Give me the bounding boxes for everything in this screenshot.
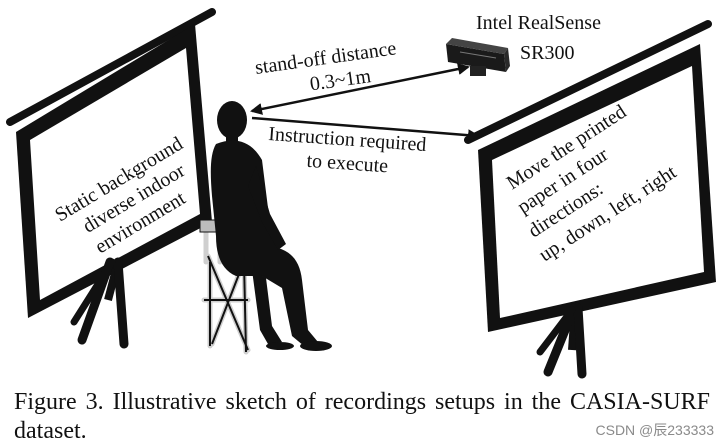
instruction-label: Instruction required to execute [268,123,427,178]
stand-off-distance-arrow [250,63,470,115]
left-projection-screen [6,8,216,349]
realsense-camera-icon [446,38,510,76]
instruction-arrow [251,116,480,142]
camera-label-line-2: SR300 [520,42,574,64]
csdn-watermark: CSDN @辰233333 [595,422,715,438]
distance-label: stand-off distance 0.3~1m [254,37,398,95]
camera-label-line-1: Intel RealSense [476,12,601,34]
right-projection-screen [464,20,716,379]
figure-caption: Figure 3. Illustrative sketch of recordi… [14,389,710,444]
seated-person-silhouette [199,101,332,355]
instruction-label-line-1: Instruction required [268,123,427,156]
instruction-label-line-2: to execute [306,150,389,178]
